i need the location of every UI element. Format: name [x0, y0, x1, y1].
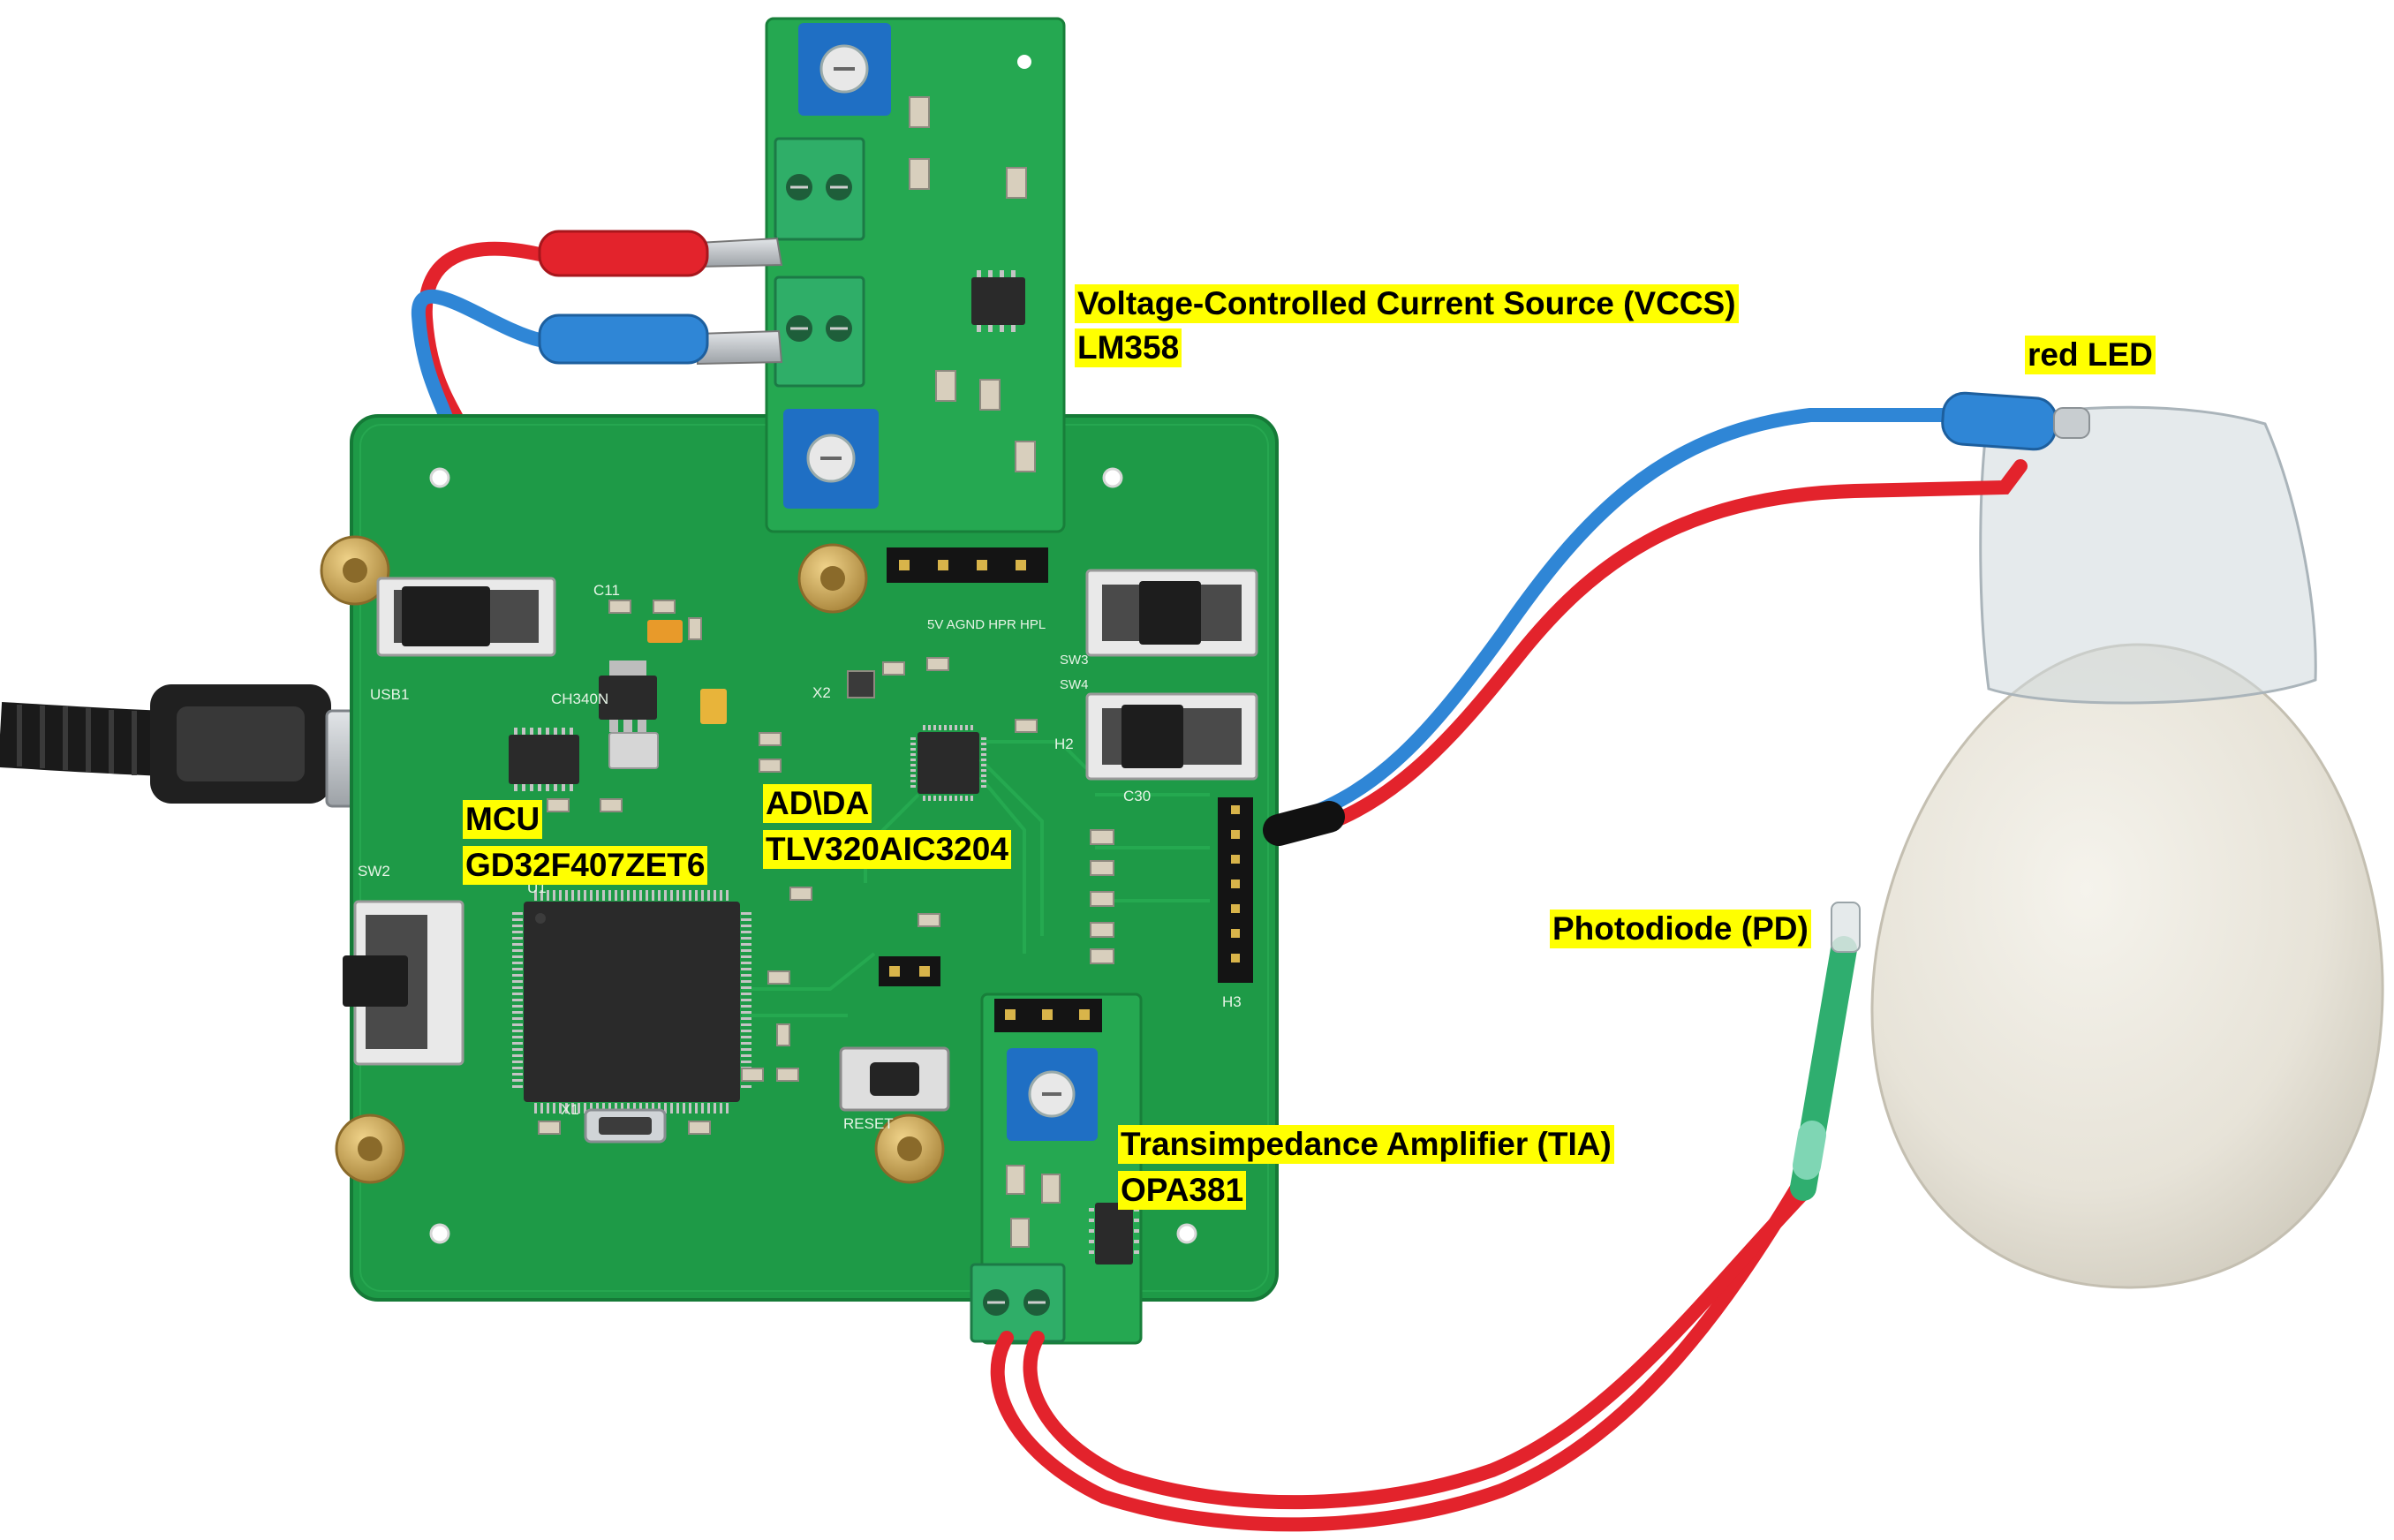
mounting-holes	[429, 467, 1197, 1244]
codec-output-header	[887, 547, 1048, 583]
switch-sw3	[1085, 569, 1258, 657]
label-photodiode: Photodiode (PD)	[1550, 910, 1811, 948]
label-mcu-part: GD32F407ZET6	[463, 846, 708, 885]
i2c-header	[879, 956, 940, 986]
lm358-chip	[971, 270, 1025, 332]
adc-input-header	[1218, 797, 1253, 983]
regulator-chip	[599, 661, 659, 769]
switch-sw4	[1085, 692, 1258, 781]
usb-uart-chip	[509, 728, 579, 791]
red-led	[1941, 391, 2090, 451]
codec-chip	[910, 725, 986, 801]
vccs-terminal-block-1	[774, 137, 865, 241]
label-red-led: red LED	[2025, 336, 2156, 374]
photodiode	[1831, 902, 1861, 953]
tia-terminal-block	[970, 1263, 1066, 1343]
tape	[1979, 405, 2317, 705]
silk-h3: H3	[1222, 993, 1242, 1010]
silk-reset: RESET	[843, 1115, 894, 1132]
opa381-chip	[1089, 1203, 1139, 1264]
label-adda-part: TLV320AIC3204	[763, 830, 1011, 869]
silk-c11: C11	[593, 582, 620, 599]
download-switch-sw2	[343, 900, 464, 1066]
silk-sw4: SW4	[1060, 677, 1089, 692]
label-adda-title: AD\DA	[763, 784, 872, 823]
vccs-wire-loop	[411, 241, 547, 427]
silk-ch340n: CH340N	[551, 691, 608, 707]
silk-h2: H2	[1054, 736, 1074, 752]
label-vccs-title: Voltage-Controlled Current Source (VCCS)	[1075, 284, 1739, 323]
silk-sw3: SW3	[1060, 653, 1089, 668]
silk-x1: X1	[561, 1101, 579, 1118]
label-tia-title: Transimpedance Amplifier (TIA)	[1118, 1125, 1614, 1164]
reset-button	[839, 1046, 950, 1112]
silk-x2: X2	[812, 684, 831, 701]
power-switch	[376, 577, 556, 657]
smd-components	[538, 600, 1114, 1135]
ring-terminals	[538, 230, 783, 366]
heatshrink-black	[1263, 801, 1345, 846]
brass-standoffs	[320, 535, 945, 1184]
tantalum-capacitors	[647, 620, 727, 724]
silk-c30: C30	[1123, 788, 1151, 804]
crystal-x1	[584, 1108, 667, 1144]
label-vccs-part: LM358	[1075, 328, 1182, 367]
tia-module	[970, 993, 1143, 1345]
silk-sw2: SW2	[358, 863, 390, 879]
photodiode-wires	[990, 936, 1857, 1532]
silk-usb1: USB1	[370, 686, 409, 703]
egg	[1870, 405, 2384, 1289]
vccs-module	[765, 17, 1066, 533]
label-tia-part: OPA381	[1118, 1171, 1247, 1210]
led-wires	[1263, 408, 2028, 846]
mcu-chip	[512, 890, 751, 1113]
silk-header-pins: 5V AGND HPR HPL	[927, 617, 1046, 632]
label-mcu-title: MCU	[463, 800, 543, 839]
